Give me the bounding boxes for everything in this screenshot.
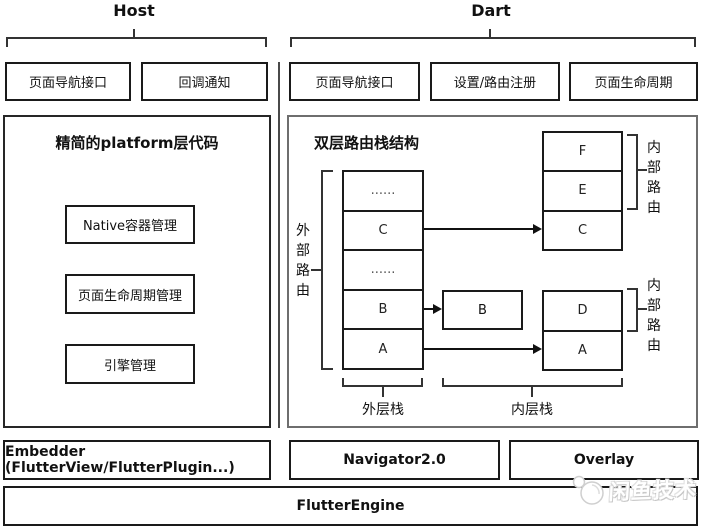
inner-stack-cell: C — [544, 209, 621, 249]
arrow-right-icon — [533, 344, 542, 354]
inner-route-bottom-label: 内部路由 — [647, 278, 661, 354]
outer-stack-cell-label: B — [378, 302, 388, 318]
inner-stack-cell-label: D — [577, 303, 588, 319]
outer-stack-caption-bracket-icon — [342, 378, 423, 387]
host-nav-interface-label: 页面导航接口 — [28, 76, 107, 91]
native-container-box: Native容器管理 — [65, 205, 195, 244]
engine-mgmt-label: 引擎管理 — [103, 358, 156, 374]
dart-nav-interface-label: 页面导航接口 — [315, 76, 394, 91]
route-stack-title: 双层路由栈结构 — [314, 134, 420, 152]
dart-bracket-tick-icon — [489, 29, 491, 38]
dart-lifecycle-label: 页面生命周期 — [594, 76, 673, 91]
inner-stack-caption-bracket-icon — [442, 378, 623, 387]
inner-stack-cell: F — [544, 133, 621, 170]
arrow-b-line — [424, 308, 435, 310]
outer-route-label: 外部路由 — [296, 223, 310, 299]
inner-stack-cell-label: C — [577, 222, 588, 238]
embedder-box: Embedder (FlutterView/FlutterPlugin...) — [3, 440, 271, 480]
inner-route-bottom-bracket-icon — [627, 288, 638, 332]
inner-stack-top: F E C — [542, 131, 623, 251]
arrow-right-icon — [433, 304, 442, 314]
engine-mgmt-box: 引擎管理 — [65, 344, 195, 384]
dart-route-register-box: 设置/路由注册 — [430, 62, 560, 101]
native-container-label: Native容器管理 — [82, 219, 178, 234]
page-lifecycle-mgmt-label: 页面生命周期管理 — [77, 288, 182, 304]
fish-icon — [569, 472, 607, 508]
outer-stack-cell: ...... — [344, 249, 422, 289]
outer-route-bracket-icon — [321, 170, 333, 370]
dart-nav-interface-box: 页面导航接口 — [289, 62, 420, 101]
inner-stack-cell-label: A — [578, 342, 587, 358]
navigator-box: Navigator2.0 — [289, 440, 500, 480]
dart-route-register-label: 设置/路由注册 — [453, 76, 537, 91]
flutter-engine-label: FlutterEngine — [296, 498, 405, 514]
host-nav-interface-box: 页面导航接口 — [5, 62, 131, 101]
dart-section-label: Dart — [471, 1, 511, 20]
dart-bracket-icon — [290, 37, 696, 47]
arrow-c-line — [424, 228, 535, 230]
outer-stack: ...... C ...... B A — [342, 170, 424, 370]
section-divider — [278, 62, 280, 428]
detached-route-label: B — [478, 302, 487, 318]
arrow-a-line — [424, 348, 535, 350]
host-callback-box: 回调通知 — [141, 62, 268, 101]
outer-stack-cell-label: ...... — [370, 183, 396, 199]
inner-stack-cell-label: E — [578, 183, 587, 199]
outer-stack-cell: ...... — [344, 172, 422, 210]
inner-stack-caption-tick-icon — [531, 387, 533, 397]
watermark-text: 闲鱼技术 — [608, 477, 698, 505]
embedder-label: Embedder (FlutterView/FlutterPlugin...) — [5, 444, 235, 476]
xianyu-watermark: 闲鱼技术 — [569, 472, 698, 508]
outer-route-bracket-tick-icon — [311, 269, 321, 271]
inner-stack-cell-label: F — [578, 144, 587, 160]
host-callback-label: 回调通知 — [178, 76, 231, 91]
inner-stack-cell: D — [544, 292, 621, 330]
overlay-box: Overlay — [509, 440, 699, 480]
host-bracket-icon — [6, 37, 267, 47]
inner-stack-cell: E — [544, 170, 621, 209]
inner-stack-cell: A — [544, 329, 621, 370]
platform-layer-title: 精简的platform层代码 — [55, 134, 219, 152]
outer-stack-cell: A — [344, 328, 422, 368]
inner-route-top-bracket-icon — [627, 134, 638, 210]
inner-route-bottom-bracket-tick-icon — [638, 308, 647, 310]
navigator-label: Navigator2.0 — [343, 452, 446, 468]
inner-stack-caption: 内层栈 — [511, 402, 553, 418]
overlay-label: Overlay — [573, 452, 635, 468]
outer-stack-cell-label: A — [378, 341, 388, 357]
outer-stack-cell-label: ...... — [370, 262, 396, 278]
inner-route-top-label: 内部路由 — [647, 140, 661, 216]
host-section-label: Host — [113, 1, 155, 20]
inner-stack-bottom: D A — [542, 290, 623, 371]
dart-lifecycle-box: 页面生命周期 — [569, 62, 698, 101]
host-bracket-tick-icon — [133, 29, 135, 38]
inner-route-top-bracket-tick-icon — [638, 169, 647, 171]
outer-stack-cell-label: C — [378, 222, 388, 238]
outer-stack-caption: 外层栈 — [362, 402, 404, 418]
outer-stack-cell: C — [344, 209, 422, 250]
detached-route-box: B — [442, 290, 523, 330]
outer-stack-caption-tick-icon — [382, 387, 384, 397]
page-lifecycle-mgmt-box: 页面生命周期管理 — [65, 274, 195, 314]
outer-stack-cell: B — [344, 288, 422, 329]
arrow-right-icon — [533, 224, 542, 234]
